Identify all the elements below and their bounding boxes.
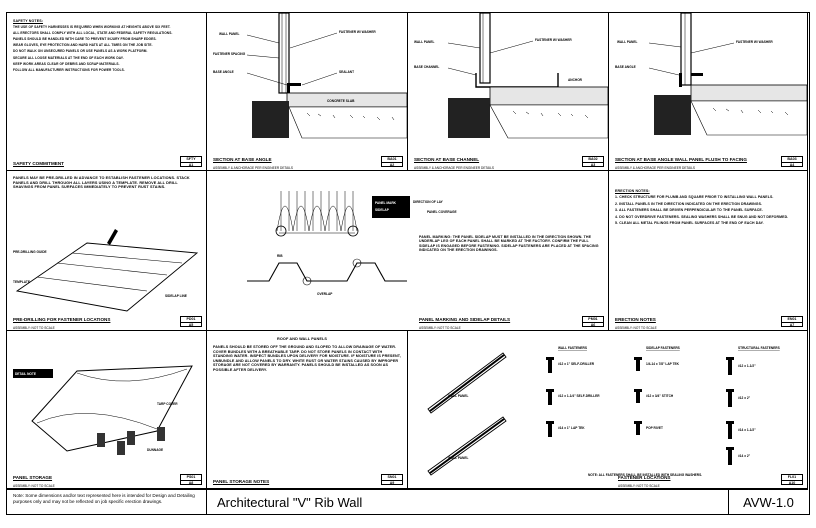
panel-storage-drawing: DETAIL NOTE TARP COVER DUNNAGE: [13, 365, 193, 455]
svg-text:DIRECTION OF LAY: DIRECTION OF LAY: [413, 200, 444, 204]
sheet-title: Architectural "V" Rib Wall: [206, 490, 729, 515]
svg-text:SEALANT: SEALANT: [339, 70, 354, 74]
fastener-header-wall: WALL FASTENERS: [558, 346, 587, 350]
panel-scale: ASSEMBLY: NOT TO SCALE: [615, 326, 657, 330]
svg-text:#12 x 3/4" STITCH: #12 x 3/4" STITCH: [646, 394, 674, 398]
svg-text:#12 x 1-1/2": #12 x 1-1/2": [738, 364, 756, 368]
panel-base-angle-flush: WALL PANEL BASE ANGLE FASTENER W/ WASHER…: [609, 13, 808, 171]
svg-text:#14 x 1" LAP TEK: #14 x 1" LAP TEK: [558, 426, 585, 430]
panel-scale: ASSEMBLY: NOT TO SCALE: [419, 326, 461, 330]
svg-text:BASE ANGLE: BASE ANGLE: [615, 65, 636, 69]
storage-notes-head: ROOF AND WALL PANELS: [277, 337, 328, 341]
svg-text:POP RIVET: POP RIVET: [646, 426, 663, 430]
panel-title: SECTION AT BASE ANGLE: [213, 157, 272, 162]
panel-title: SAFETY COMMITMENT: [13, 161, 64, 166]
svg-text:PANEL COVERAGE: PANEL COVERAGE: [427, 210, 457, 214]
panel-marking-notes: PANEL MARKING: THE PANEL SIDELAP MUST BE…: [419, 235, 599, 253]
svg-text:#12 x 2": #12 x 2": [738, 396, 751, 400]
svg-text:WALL PANEL: WALL PANEL: [219, 32, 239, 36]
fastener-drawing: #12 x 1" SELF-DRILLER #12 x 1-1/4" SELF-…: [427, 346, 780, 477]
panel-title: PANEL STORAGE: [13, 475, 53, 480]
panel-erection-notes: ERECTION NOTES: 1. CHECK STRUCTURE FOR P…: [609, 171, 808, 331]
panel-scale: ASSEMBLY & ANCHORAGE PER ENGINEER DETAIL…: [414, 166, 495, 170]
predrilling-drawing: PRE-DRILLING GUIDE TEMPLATE SIDELAP LINE: [13, 229, 199, 312]
svg-text:#12 x 1" SELF-DRILLER: #12 x 1" SELF-DRILLER: [558, 362, 595, 366]
svg-text:BASE ANGLE: BASE ANGLE: [213, 70, 234, 74]
svg-text:PRE-DRILLING GUIDE: PRE-DRILLING GUIDE: [13, 250, 47, 254]
predrill-notes: PANELS MAY BE PRE-DRILLED IN ADVANCE TO …: [13, 176, 190, 190]
fastener-header-sidelap: SIDELAP FASTENERS: [646, 346, 680, 350]
svg-text:#12 x 1-1/4" SELF-DRILLER: #12 x 1-1/4" SELF-DRILLER: [558, 394, 600, 398]
erection-notes: ERECTION NOTES: 1. CHECK STRUCTURE FOR P…: [615, 189, 789, 226]
panel-predrilling: PANELS MAY BE PRE-DRILLED IN ADVANCE TO …: [7, 171, 207, 331]
panel-base-channel: WALL PANEL BASE CHANNEL FASTENER W/ WASH…: [408, 13, 609, 171]
svg-text:WALL PANEL: WALL PANEL: [448, 394, 468, 398]
svg-text:ANCHOR: ANCHOR: [568, 78, 583, 82]
svg-text:BASE CHANNEL: BASE CHANNEL: [414, 65, 439, 69]
fastener-note: NOTE: ALL FASTENERS SHALL BE INSTALLED W…: [588, 473, 702, 477]
svg-text:TEMPLATE: TEMPLATE: [13, 280, 30, 284]
svg-text:SIDELAP: SIDELAP: [375, 208, 390, 212]
svg-text:SIDELAP LINE: SIDELAP LINE: [165, 294, 187, 298]
svg-text:DETAIL NOTE: DETAIL NOTE: [15, 372, 36, 376]
panel-title: FASTENER LOCATIONS: [618, 475, 671, 480]
panel-marking-sidelap: PANEL MARK SIDELAP RIB OVERLAP DIRECTION…: [207, 171, 609, 331]
panel-scale: ASSEMBLY & ANCHORAGE PER ENGINEER DETAIL…: [213, 166, 294, 170]
panel-title: PRE-DRILLING FOR FASTENER LOCATIONS: [13, 317, 111, 322]
panel-storage-notes: ROOF AND WALL PANELS PANELS SHOULD BE ST…: [207, 331, 408, 489]
base-channel-section-drawing: WALL PANEL BASE CHANNEL FASTENER W/ WASH…: [414, 13, 608, 139]
svg-text:DUNNAGE: DUNNAGE: [147, 448, 163, 452]
panel-safety-commitment: SAFETY NOTES: THE USE OF SAFETY HARNESSE…: [7, 13, 207, 171]
storage-notes: PANELS SHOULD BE STORED OFF THE GROUND A…: [213, 345, 401, 372]
svg-text:TARP COVER: TARP COVER: [157, 402, 178, 406]
panel-scale: ASSEMBLY: NOT TO SCALE: [13, 484, 55, 488]
fastener-header-structural: STRUCTURAL FASTENERS: [738, 346, 780, 350]
panel-fasteners: #12 x 1" SELF-DRILLER #12 x 1-1/4" SELF-…: [408, 331, 808, 489]
panel-scale: ASSEMBLY: NOT TO SCALE: [13, 326, 55, 330]
svg-text:1/4-14 x 7/8" LAP TEK: 1/4-14 x 7/8" LAP TEK: [646, 362, 680, 366]
title-block: Note: Some dimensions and/or text repres…: [7, 489, 808, 515]
drawing-sheet: SAFETY NOTES: THE USE OF SAFETY HARNESSE…: [6, 12, 810, 515]
panel-title: SECTION AT BASE ANGLE WALL PANEL FLUSH T…: [615, 157, 747, 162]
svg-text:FASTENER W/ WASHER: FASTENER W/ WASHER: [535, 38, 572, 42]
svg-text:WALL PANEL: WALL PANEL: [414, 40, 434, 44]
svg-text:WALL PANEL: WALL PANEL: [617, 40, 637, 44]
panel-title: SECTION AT BASE CHANNEL: [414, 157, 480, 162]
disclaimer-note: Note: Some dimensions and/or text repres…: [13, 493, 195, 504]
panel-scale: ASSEMBLY: NOT TO SCALE: [618, 484, 660, 488]
svg-text:WALL PANEL: WALL PANEL: [448, 456, 468, 460]
svg-text:PANEL MARK: PANEL MARK: [375, 201, 397, 205]
base-angle-flush-drawing: WALL PANEL BASE ANGLE FASTENER W/ WASHER: [615, 13, 807, 136]
svg-text:#14 x 1-1/2": #14 x 1-1/2": [738, 428, 756, 432]
panel-profile-drawing: PANEL MARK SIDELAP RIB OVERLAP DIRECTION…: [247, 191, 457, 296]
base-angle-section-drawing: WALL PANEL FASTENER SPACING BASE ANGLE F…: [213, 13, 407, 139]
svg-text:FASTENER SPACING: FASTENER SPACING: [213, 52, 246, 56]
panel-scale: ASSEMBLY & ANCHORAGE PER ENGINEER DETAIL…: [615, 166, 696, 170]
svg-text:RIB: RIB: [277, 254, 283, 258]
svg-text:FASTENER W/ WASHER: FASTENER W/ WASHER: [736, 40, 773, 44]
panel-title: PANEL MARKING AND SIDELAP DETAILS: [419, 317, 511, 322]
panel-storage: DETAIL NOTE TARP COVER DUNNAGE PANEL STO…: [7, 331, 207, 489]
svg-text:OVERLAP: OVERLAP: [317, 292, 333, 296]
svg-text:#14 x 2": #14 x 2": [738, 454, 751, 458]
safety-notes: SAFETY NOTES: THE USE OF SAFETY HARNESSE…: [13, 19, 173, 72]
sheet-number: AVW-1.0: [743, 495, 794, 510]
panel-title: ERECTION NOTES: [615, 317, 656, 322]
svg-text:CONCRETE SLAB: CONCRETE SLAB: [327, 99, 355, 103]
panel-title: PANEL STORAGE NOTES: [213, 479, 270, 484]
panel-base-angle: WALL PANEL FASTENER SPACING BASE ANGLE F…: [207, 13, 408, 171]
svg-text:FASTENER W/ WASHER: FASTENER W/ WASHER: [339, 30, 376, 34]
